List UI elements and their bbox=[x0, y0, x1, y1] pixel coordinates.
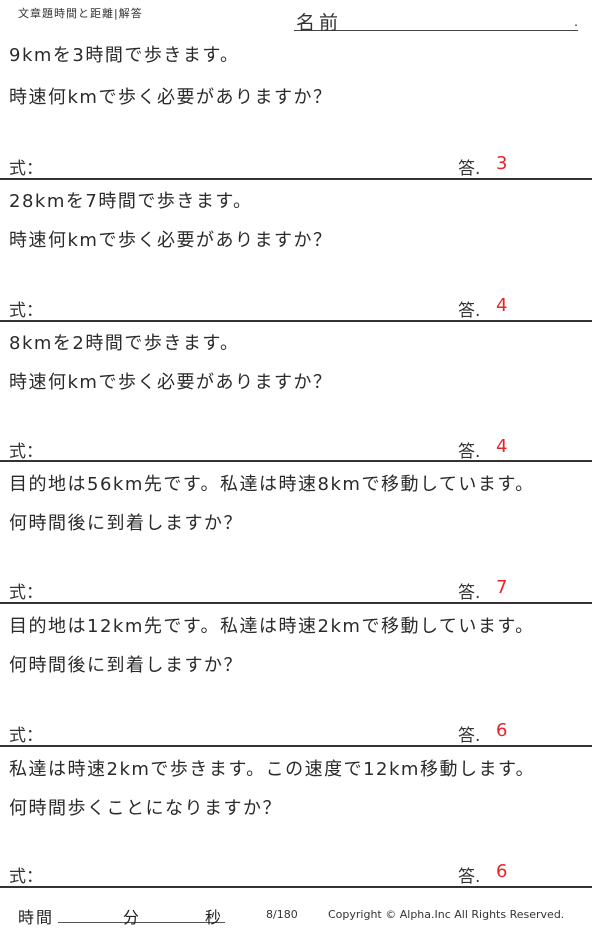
problem-3: 8kmを2時間で歩きます。 時速何kmで歩く必要がありますか？ 式： 答. 4 bbox=[0, 320, 592, 462]
formula-label: 式： bbox=[9, 867, 43, 887]
problem-text-line2: 時速何kmで歩く必要がありますか？ bbox=[9, 87, 333, 108]
problem-text-line1: 目的地は56km先です。私達は時速8kmで移動しています。 bbox=[9, 474, 535, 495]
problem-2: 28kmを7時間で歩きます。 時速何kmで歩く必要がありますか？ 式： 答. 4 bbox=[0, 178, 592, 322]
copyright-text: Copyright © Alpha.Inc All Rights Reserve… bbox=[328, 908, 565, 921]
name-dot: . bbox=[574, 15, 578, 29]
problem-text-line1: 私達は時速2kmで歩きます。この速度で12km移動します。 bbox=[9, 759, 536, 780]
time-entry-line[interactable] bbox=[58, 922, 225, 923]
answer-label: 答. bbox=[458, 726, 481, 746]
problem-4: 目的地は56km先です。私達は時速8kmで移動しています。 何時間後に到着します… bbox=[0, 460, 592, 604]
answer-label: 答. bbox=[458, 867, 481, 887]
problem-text-line1: 8kmを2時間で歩きます。 bbox=[9, 333, 240, 354]
problem-6: 私達は時速2kmで歩きます。この速度で12km移動します。 何時間歩くことになり… bbox=[0, 745, 592, 888]
problem-text-line1: 9kmを3時間で歩きます。 bbox=[9, 45, 240, 66]
formula-label: 式： bbox=[9, 301, 43, 321]
formula-label: 式： bbox=[9, 583, 43, 603]
answer-label: 答. bbox=[458, 442, 481, 462]
answer-value: 3 bbox=[496, 153, 508, 174]
name-field[interactable]: 名前 . bbox=[294, 8, 578, 34]
answer-value: 6 bbox=[496, 720, 508, 741]
answer-value: 7 bbox=[496, 577, 508, 598]
minutes-label: 分 bbox=[123, 908, 140, 927]
worksheet-title: 文章題時間と距離|解答 bbox=[18, 7, 143, 20]
problem-text-line1: 目的地は12km先です。私達は時速2kmで移動しています。 bbox=[9, 616, 535, 637]
formula-label: 式： bbox=[9, 442, 43, 462]
answer-value: 4 bbox=[496, 436, 508, 457]
problem-text-line2: 何時間歩くことになりますか？ bbox=[9, 798, 282, 819]
footer: 時間 分 秒 8/180 Copyright © Alpha.Inc All R… bbox=[0, 904, 600, 927]
answer-label: 答. bbox=[458, 301, 481, 321]
answer-label: 答. bbox=[458, 159, 481, 179]
formula-label: 式： bbox=[9, 726, 43, 746]
problem-text-line2: 時速何kmで歩く必要がありますか？ bbox=[9, 230, 333, 251]
name-label: 名前 bbox=[296, 12, 343, 34]
problem-5: 目的地は12km先です。私達は時速2kmで移動しています。 何時間後に到着します… bbox=[0, 602, 592, 747]
answer-value: 4 bbox=[496, 295, 508, 316]
problem-text-line2: 時速何kmで歩く必要がありますか？ bbox=[9, 372, 333, 393]
answer-value: 6 bbox=[496, 861, 508, 882]
problem-text-line1: 28kmを7時間で歩きます。 bbox=[9, 191, 253, 212]
problem-text-line2: 何時間後に到着しますか？ bbox=[9, 513, 243, 534]
formula-label: 式： bbox=[9, 159, 43, 179]
page-number: 8/180 bbox=[266, 908, 298, 921]
seconds-label: 秒 bbox=[205, 908, 222, 927]
answer-label: 答. bbox=[458, 583, 481, 603]
time-label: 時間 bbox=[18, 908, 55, 927]
problem-1: 9kmを3時間で歩きます。 時速何kmで歩く必要がありますか？ 式： 答. 3 bbox=[0, 36, 592, 180]
problem-text-line2: 何時間後に到着しますか？ bbox=[9, 655, 243, 676]
